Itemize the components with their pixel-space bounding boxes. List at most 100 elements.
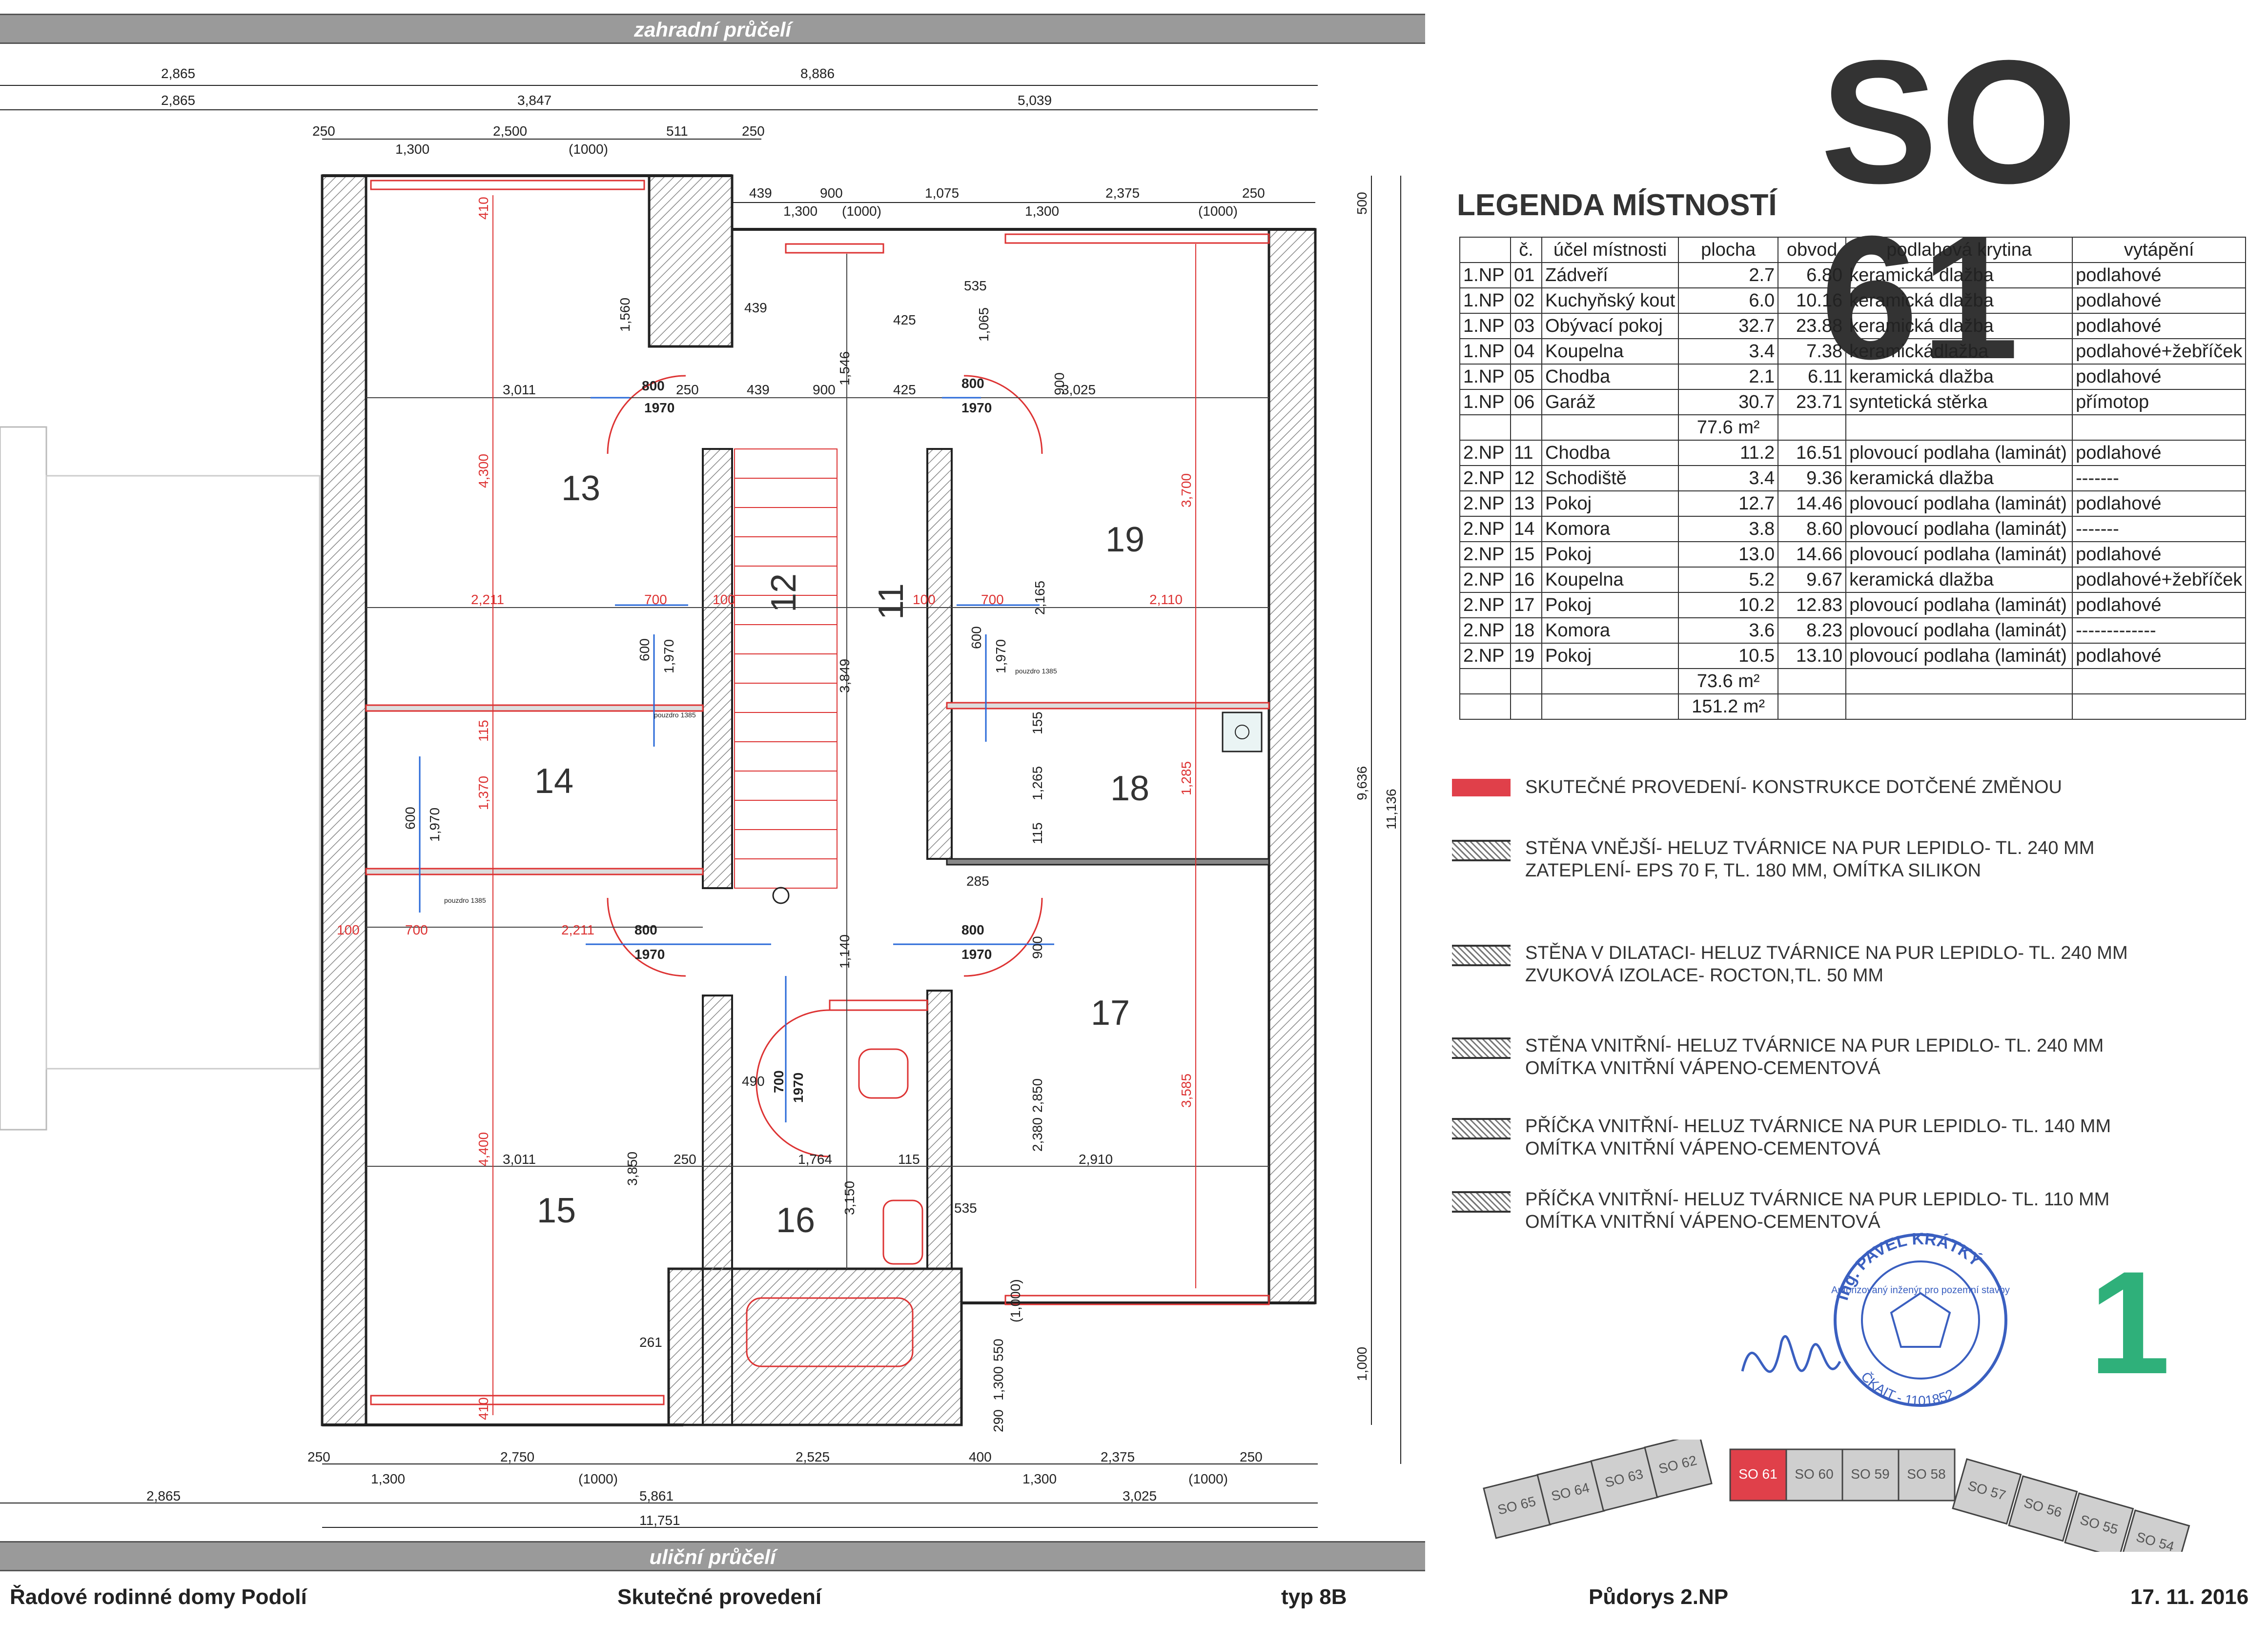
site-block: SO 58: [1898, 1448, 1956, 1502]
legend-cell: 7.38: [1778, 338, 1847, 365]
legend-cell: [1510, 414, 1542, 441]
dim-top3-a: 250: [312, 123, 335, 139]
legend-key-subtext: ZVUKOVÁ IZOLACE- ROCTON,TL. 50 MM: [1525, 965, 1884, 986]
interior-dimension: 1,970: [993, 639, 1008, 673]
legend-cell: podlahové+žebříček: [2072, 567, 2247, 593]
legend-cell: 3.4: [1678, 338, 1779, 365]
dim-top2-b: 3,847: [517, 93, 552, 108]
legend-cell: 6.80: [1778, 262, 1847, 288]
legend-cell: plovoucí podlaha (laminát): [1845, 541, 2073, 568]
sheet-number: 1: [2089, 1240, 2170, 1404]
legend-cell: podlahové: [2072, 313, 2247, 339]
bottom-facade-banner: uliční průčelí: [0, 1541, 1425, 1571]
room-12: 12: [764, 573, 803, 612]
top-facade-label: zahradní průčelí: [633, 18, 792, 41]
interior-dimension: 1,065: [976, 307, 991, 342]
wall-hatch-swatch: [1452, 1191, 1511, 1213]
wall-block-top: [648, 174, 734, 348]
legend-header: účel místnosti: [1541, 237, 1679, 263]
legend-cell: 10.2: [1678, 592, 1779, 618]
door-w-a: 800: [642, 378, 665, 393]
legend-cell: 10.16: [1778, 287, 1847, 314]
legend-cell: 12: [1510, 465, 1542, 491]
dim-top4b-d: (1000): [1198, 203, 1238, 219]
site-block: SO 65: [1483, 1474, 1552, 1539]
dim-bot1-c: 2,525: [796, 1449, 830, 1464]
legend-cell: 8.23: [1778, 617, 1847, 644]
legend-cell: 8.60: [1778, 516, 1847, 542]
legend-key-subtext: OMÍTKA VNITŘNÍ VÁPENO-CEMENTOVÁ: [1525, 1212, 1880, 1232]
dim-bot1b-c: 1,300: [1022, 1471, 1057, 1486]
interior-dimension: 285: [966, 873, 989, 889]
legend-cell: Komora: [1541, 516, 1679, 542]
interior-dimension: (1,000): [1008, 1279, 1023, 1322]
legend-cell: Koupelna: [1541, 567, 1679, 593]
legend-cell: keramickádlažba: [1845, 338, 2073, 365]
legend-title: LEGENDA MÍSTNOSTÍ: [1457, 188, 1777, 222]
legend-cell: 9.67: [1778, 567, 1847, 593]
neighbor-outline-inner: [45, 475, 321, 1070]
door-h-d: 1970: [961, 947, 992, 962]
dim-right-c: 11,136: [1384, 789, 1399, 830]
legend-sum-row: 73.6 m²: [1459, 668, 2247, 694]
legend-cell: 151.2 m²: [1678, 693, 1779, 720]
door-w-e: 700: [771, 1070, 786, 1093]
legend-header: podlahová krytina: [1845, 237, 2073, 263]
legend-cell: 05: [1510, 364, 1542, 390]
legend-key-text: STĚNA VNITŘNÍ- HELUZ TVÁRNICE NA PUR LEP…: [1525, 1036, 2104, 1056]
stamp-title: Autorizovaný inženýr pro pozemní stavby: [1831, 1285, 2010, 1296]
interior-dimension: 250: [674, 1152, 696, 1167]
legend-cell: 16.51: [1778, 440, 1847, 466]
legend-cell: podlahové: [2072, 490, 2247, 517]
interior-dimension: 2,211: [471, 592, 504, 607]
interior-dimension: 2,850: [1030, 1078, 1045, 1113]
legend-cell: 3.4: [1678, 465, 1779, 491]
legend-header: plocha: [1678, 237, 1779, 263]
dim-top1-b: 8,886: [800, 66, 835, 81]
legend-cell: 2.NP: [1459, 516, 1511, 542]
interior-dimension: 2,910: [1079, 1152, 1113, 1167]
top-facade-banner: zahradní průčelí: [0, 14, 1425, 44]
site-block: SO 60: [1785, 1448, 1843, 1502]
interior-dimension: 1,546: [837, 351, 852, 386]
legend-cell: 13.0: [1678, 541, 1779, 568]
legend-cell: 2.NP: [1459, 465, 1511, 491]
dim-top3-c: 511: [666, 123, 688, 139]
legend-cell: 1.NP: [1459, 389, 1511, 415]
legend-cell: 15: [1510, 541, 1542, 568]
legend-cell: 14: [1510, 516, 1542, 542]
interior-dimension: 410: [476, 197, 491, 220]
legend-cell: podlahové: [2072, 262, 2247, 288]
interior-dimension: 4,400: [476, 1132, 491, 1166]
legend-cell: 12.7: [1678, 490, 1779, 517]
dim-bot1b-b: (1000): [578, 1471, 618, 1486]
interior-dimension: 3,700: [1179, 473, 1194, 508]
interior-dimension: 1,970: [661, 639, 676, 673]
legend-cell: keramická dlažba: [1845, 465, 2073, 491]
door-w-d: 800: [961, 922, 984, 937]
pouzdro-a: pouzdro 1385: [654, 711, 696, 719]
legend-cell: Koupelna: [1541, 338, 1679, 365]
dim-bot3: 11,751: [639, 1513, 680, 1528]
legend-key-text: STĚNA V DILATACI- HELUZ TVÁRNICE NA PUR …: [1525, 943, 2128, 963]
legend-cell: 2.NP: [1459, 567, 1511, 593]
interior-dimension: 600: [403, 807, 418, 830]
interior-dimension: 115: [1030, 822, 1045, 844]
interior-dimension: 425: [893, 312, 916, 327]
legend-header-row: č. účel místnosti plocha obvod podlahová…: [1459, 237, 2247, 263]
dim-bot2-b: 5,861: [639, 1488, 674, 1503]
legend-cell: [1459, 414, 1511, 441]
legend-cell: keramická dlažba: [1845, 287, 2073, 314]
interior-dimension: 2,165: [1032, 581, 1047, 615]
legend-cell: plovoucí podlaha (laminát): [1845, 617, 2073, 644]
legend-cell: Pokoj: [1541, 592, 1679, 618]
dim-right-b: 9,636: [1354, 766, 1369, 800]
legend-cell: keramická dlažba: [1845, 313, 2073, 339]
legend-cell: podlahové: [2072, 643, 2247, 669]
